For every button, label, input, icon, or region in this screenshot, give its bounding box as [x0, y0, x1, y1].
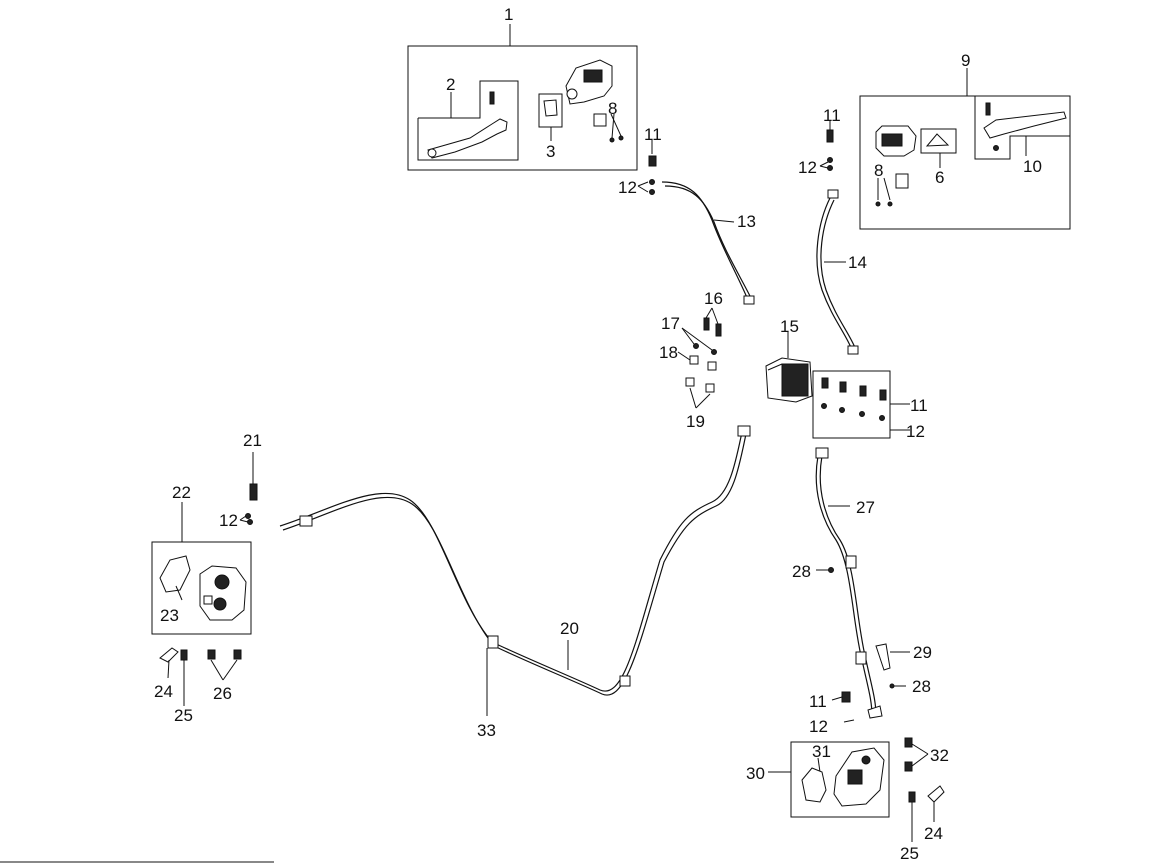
callout-31: 31 — [812, 742, 831, 761]
callout-10: 10 — [1023, 157, 1042, 176]
callout-32: 32 — [930, 746, 949, 765]
brake-hose-14 — [816, 120, 859, 355]
callout-13: 13 — [737, 212, 756, 231]
callout-14: 14 — [848, 253, 867, 272]
callout-8: 8 — [608, 99, 617, 118]
callout-12: 12 — [809, 717, 828, 736]
callout-3: 3 — [546, 142, 555, 161]
callout-12: 12 — [618, 178, 637, 197]
callout-11: 11 — [809, 692, 827, 711]
callout-1: 1 — [504, 5, 513, 24]
group-1-left-master-cylinder — [407, 24, 638, 171]
callout-15: 15 — [780, 317, 799, 336]
abs-unit-15 — [765, 332, 813, 403]
callout-labels: 1 2 3 8 9 10 6 8 11 12 13 11 12 14 15 16… — [154, 5, 1042, 863]
caliper-body-rear — [833, 747, 885, 807]
callout-27: 27 — [856, 498, 875, 517]
callout-9: 9 — [961, 51, 970, 70]
callout-25: 25 — [900, 844, 919, 863]
callout-30: 30 — [746, 764, 765, 783]
callout-28: 28 — [912, 677, 931, 696]
callout-19: 19 — [686, 412, 705, 431]
master-cylinder-right — [875, 125, 917, 189]
callout-22: 22 — [172, 483, 191, 502]
callout-12: 12 — [798, 158, 817, 177]
abs-hardware-16-19 — [677, 307, 722, 409]
brake-lever-right — [983, 102, 1067, 151]
callout-16: 16 — [704, 289, 723, 308]
callout-11: 11 — [910, 396, 928, 415]
callout-20: 20 — [560, 619, 579, 638]
master-cylinder-left — [565, 59, 613, 105]
callout-12: 12 — [219, 511, 238, 530]
callout-28: 28 — [792, 562, 811, 581]
callout-12: 12 — [906, 422, 925, 441]
callout-23: 23 — [160, 606, 179, 625]
callout-18: 18 — [659, 343, 678, 362]
group-9-right-master-cylinder — [859, 68, 1071, 230]
abs-bracket — [812, 370, 910, 439]
callout-8: 8 — [874, 161, 883, 180]
callout-6: 6 — [935, 168, 944, 187]
brake-hose-13 — [637, 139, 755, 305]
callout-21: 21 — [243, 431, 262, 450]
callout-33: 33 — [477, 721, 496, 740]
brake-hose-20 — [239, 425, 751, 716]
brake-lever-left — [427, 91, 508, 159]
callout-24: 24 — [924, 824, 943, 843]
group-30-rear-caliper — [768, 737, 945, 842]
callout-11: 11 — [823, 106, 841, 125]
callout-26: 26 — [213, 684, 232, 703]
callout-17: 17 — [661, 314, 680, 333]
callout-11: 11 — [644, 125, 662, 144]
group-22-front-caliper — [151, 502, 252, 706]
callout-29: 29 — [913, 643, 932, 662]
brake-hose-27 — [815, 447, 910, 723]
caliper-body-front — [199, 565, 247, 621]
callout-25: 25 — [174, 706, 193, 725]
callout-2: 2 — [446, 75, 455, 94]
callout-24: 24 — [154, 682, 173, 701]
